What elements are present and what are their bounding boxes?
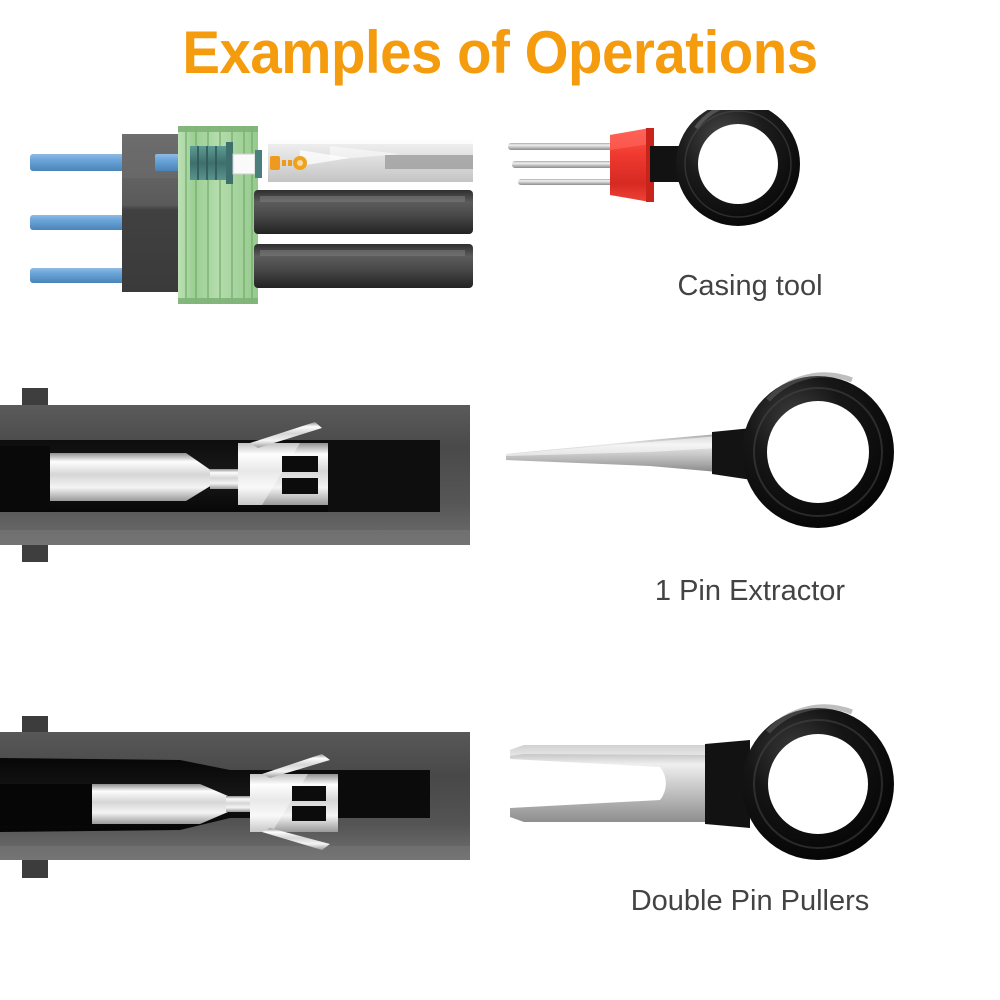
terminal-cutaway-double-svg xyxy=(0,716,470,878)
pullers-fork xyxy=(510,745,708,822)
page-title: Examples of Operations xyxy=(182,19,818,86)
tool-label-double-pin-pullers: Double Pin Pullers xyxy=(630,885,870,917)
terminal-head-double xyxy=(250,754,338,850)
illustration-connector-cutaway-casing xyxy=(0,110,500,320)
operation-row-3: Double Pin Pullers xyxy=(0,690,1000,940)
terminal-window-upper-double xyxy=(292,786,326,801)
tool-label-one-pin-extractor: 1 Pin Extractor xyxy=(654,575,846,607)
terminal-crimp-barrel-double xyxy=(90,784,258,824)
casing-tool-svg xyxy=(508,110,800,226)
terminal-window-lower xyxy=(282,478,318,494)
operation-row-1: Casing tool xyxy=(0,110,1000,320)
tool-one-pin-extractor: 1 Pin Extractor xyxy=(500,370,1000,640)
connector-cutaway-svg xyxy=(30,126,473,304)
bellows-seal xyxy=(190,142,233,184)
illustration-terminal-cutaway-single xyxy=(0,370,500,640)
one-pin-extractor-svg xyxy=(506,372,894,528)
retention-tab-lower-double xyxy=(262,828,330,850)
casing-tool-ring-handle xyxy=(650,110,800,226)
retention-tab-upper-double xyxy=(262,754,330,778)
terminal-window-upper xyxy=(282,456,318,472)
extractor-ring-handle xyxy=(712,372,894,528)
orange-terminal-accent xyxy=(270,156,307,170)
casing-tool-red-collar xyxy=(610,128,654,202)
double-pin-pullers-svg xyxy=(510,704,894,860)
tool-casing-tool: Casing tool xyxy=(500,110,1000,320)
casing-tool-prongs xyxy=(508,143,615,185)
extractor-blade xyxy=(506,434,718,472)
cable-tubes xyxy=(254,190,473,288)
terminal-head xyxy=(238,422,328,505)
operation-row-2: 1 Pin Extractor xyxy=(0,370,1000,640)
retention-tab-upper xyxy=(250,422,322,448)
illustration-terminal-cutaway-double xyxy=(0,690,500,940)
terminal-window-lower-double xyxy=(292,806,326,821)
pullers-ring-handle xyxy=(705,704,894,860)
tool-label-casing-tool: Casing tool xyxy=(677,270,823,302)
tool-double-pin-pullers: Double Pin Pullers xyxy=(500,690,1000,940)
terminal-crimp-barrel xyxy=(46,453,250,501)
terminal-cutaway-single-svg xyxy=(0,388,470,562)
